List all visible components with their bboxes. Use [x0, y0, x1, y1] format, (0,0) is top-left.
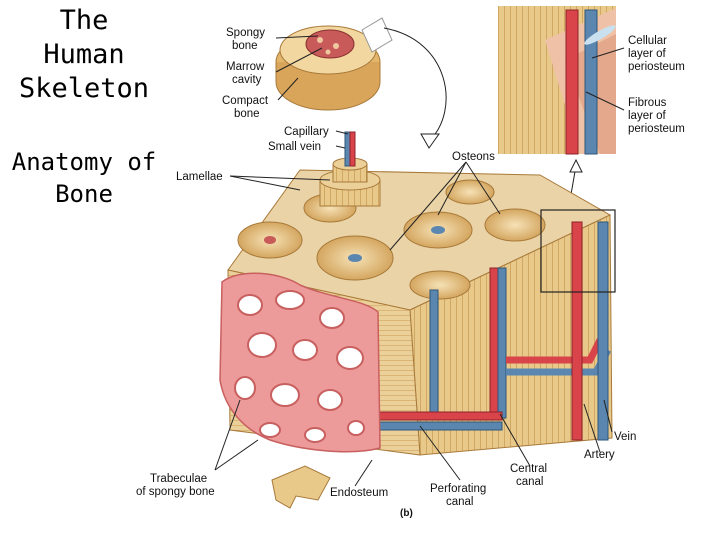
slide-subtitle-line: Bone — [55, 180, 113, 208]
label-cellular-periosteum: periosteum — [628, 61, 685, 73]
osteon-stack — [319, 131, 381, 207]
label-vein: Vein — [614, 431, 636, 443]
label-cellular-periosteum: Cellular — [628, 35, 667, 47]
label-fibrous-periosteum: periosteum — [628, 123, 685, 135]
label-compact-bone: Compact — [222, 95, 269, 107]
label-osteons: Osteons — [452, 151, 495, 163]
spongy-bone — [219, 272, 381, 453]
slide-title-line: Skeleton — [18, 73, 150, 104]
inset-marker-box — [540, 209, 616, 293]
periosteum-inset — [498, 6, 616, 155]
label-endosteum: Endosteum — [330, 487, 388, 499]
bone-cross-section-inset — [275, 17, 393, 111]
front-vessels — [371, 221, 612, 441]
slide-title: The Human Skeleton — [0, 4, 168, 106]
label-marrow-cavity: cavity — [232, 74, 262, 86]
label-perforating-canal: canal — [446, 496, 474, 508]
label-fibrous-periosteum: Fibrous — [628, 97, 667, 109]
diagram-labels: Spongy bone Marrow cavity Compact bone C… — [136, 27, 685, 508]
arrowhead-icon — [420, 133, 440, 149]
slide-title-line: The — [59, 5, 109, 36]
label-cellular-periosteum: layer of — [628, 48, 667, 60]
label-trabeculae: Trabeculae — [150, 473, 207, 485]
trabecula-fragment — [271, 465, 331, 509]
label-central-canal: Central — [510, 463, 547, 475]
label-spongy-bone: Spongy — [226, 27, 265, 39]
label-central-canal: canal — [516, 476, 544, 488]
osteon-group — [237, 179, 546, 300]
slide-title-line: Human — [43, 39, 125, 70]
label-compact-bone: bone — [234, 108, 260, 120]
slide-subtitle-line: Anatomy of — [11, 148, 157, 176]
arrow-inset-to-block — [383, 27, 447, 141]
label-lamellae: Lamellae — [176, 171, 223, 183]
label-marrow-cavity: Marrow — [226, 61, 265, 73]
slide-subtitle: Anatomy of Bone — [0, 146, 168, 210]
figure-tag: (b) — [400, 508, 413, 519]
label-spongy-bone: bone — [232, 40, 258, 52]
label-artery: Artery — [584, 449, 615, 461]
label-trabeculae: of spongy bone — [136, 486, 215, 498]
label-capillary: Capillary — [284, 126, 329, 138]
label-perforating-canal: Perforating — [430, 483, 486, 495]
label-small-vein: Small vein — [268, 141, 321, 153]
label-fibrous-periosteum: layer of — [628, 110, 667, 122]
leader-lines — [214, 35, 625, 487]
